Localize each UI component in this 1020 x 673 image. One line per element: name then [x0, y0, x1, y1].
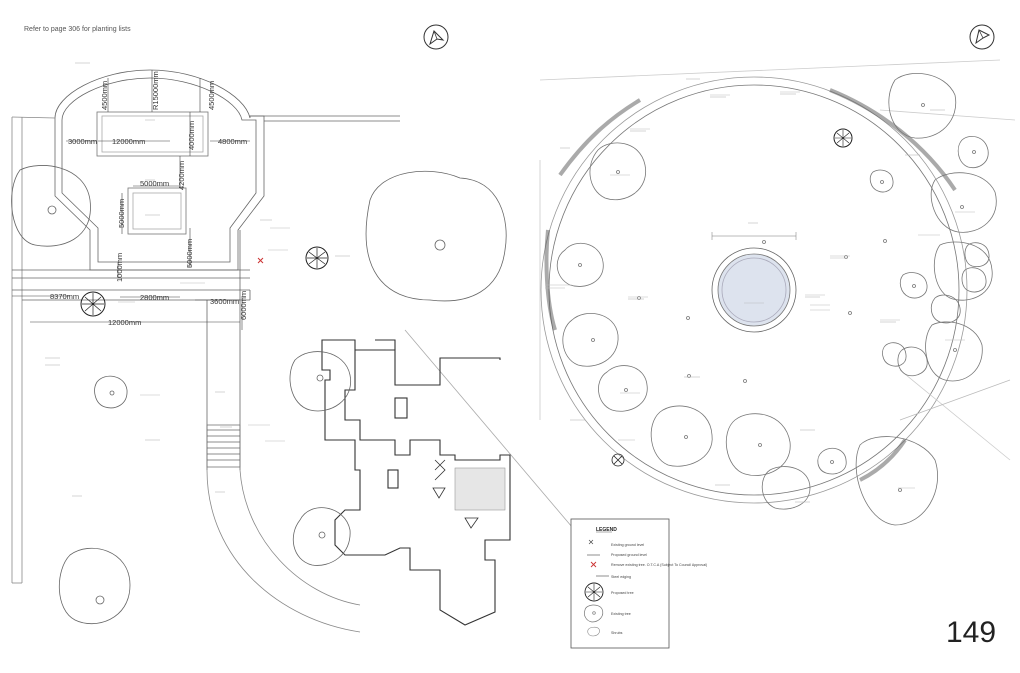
- dim-12000-bottom: 12000mm: [108, 318, 141, 327]
- dim-4200: 4200mm: [177, 161, 186, 190]
- legend-item-remove-tree: Remove existing tree. O.T.C.A (Subject T…: [611, 563, 707, 567]
- circular-garden-trees: [556, 73, 997, 526]
- dim-5000-v2: 5000mm: [185, 239, 194, 268]
- dim-5000-h: 5000mm: [140, 179, 169, 188]
- annotation-marks: [45, 62, 975, 503]
- dim-1000: 1000mm: [115, 253, 124, 282]
- page-number: 149: [946, 616, 997, 649]
- legend-item-steel-edging: Steel edging: [611, 575, 631, 579]
- remove-tree-cross-icon: [590, 561, 597, 568]
- circular-garden: [539, 59, 1016, 504]
- legend-item-shrubs: Shrubs: [611, 631, 623, 635]
- dim-3000: 3000mm: [68, 137, 97, 146]
- existing-tree-icon: [584, 604, 604, 623]
- legend-item-proposed-ground-level: Proposed ground level: [611, 553, 647, 557]
- dim-2800: 2800mm: [140, 293, 169, 302]
- legend: LEGEND Existing ground level Proposed gr…: [570, 518, 707, 649]
- dim-8370: 8370mm: [50, 292, 79, 301]
- proposed-tree-icon: [584, 582, 604, 602]
- north-arrow-icon: [969, 24, 995, 50]
- house-footprint: [321, 339, 511, 626]
- legend-title: LEGEND: [596, 527, 617, 533]
- dimension-lines: [12, 70, 250, 330]
- north-arrow-icon: [423, 24, 449, 50]
- dim-3600: 3600mm: [210, 297, 239, 306]
- planting-list-note: Refer to page 306 for planting lists: [24, 26, 131, 33]
- dim-4500-right: 4500mm: [207, 81, 216, 110]
- legend-existing-level-icon: [588, 539, 594, 545]
- shrubs-icon: [587, 626, 600, 637]
- dim-4800: 4800mm: [218, 137, 247, 146]
- left-plan: [11, 69, 601, 633]
- dim-4500-left: 4500mm: [100, 81, 109, 110]
- legend-item-existing-tree: Existing tree: [611, 612, 631, 616]
- dim-r15000: R15000mm: [151, 71, 160, 110]
- legend-item-proposed-tree: Proposed tree: [611, 591, 634, 595]
- dim-6000: 6000mm: [239, 291, 248, 320]
- dim-5000-v: 5000mm: [117, 199, 126, 228]
- legend-item-existing-ground-level: Existing ground level: [611, 543, 644, 547]
- left-plan-trees: [11, 165, 507, 624]
- dim-12000-top: 12000mm: [112, 137, 145, 146]
- dim-4000: 4000mm: [187, 121, 196, 150]
